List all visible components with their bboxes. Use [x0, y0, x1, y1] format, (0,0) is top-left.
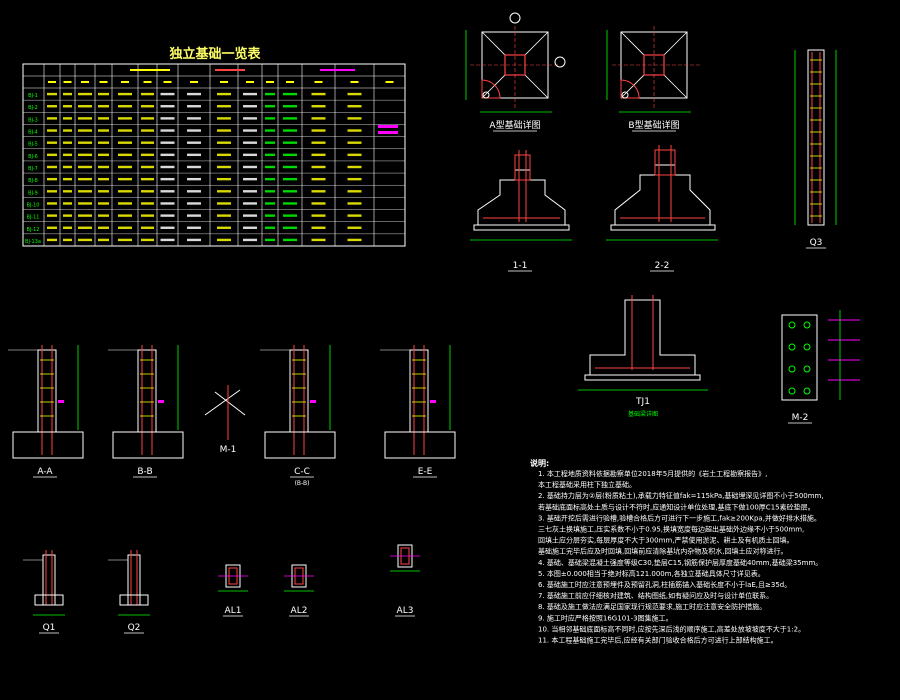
table-row-id: BJ-13a: [25, 239, 41, 245]
m2-label: M-2: [792, 413, 809, 423]
table-row-id: BJ-10: [27, 202, 40, 208]
notes-heading: 说明:: [530, 458, 549, 468]
small-column-detail: Q1: [23, 550, 65, 634]
table-row-id: BJ-1: [28, 93, 38, 99]
wall-detail: B-B: [108, 345, 184, 478]
plan-a-footing: A型基础详图: [465, 12, 560, 132]
note-line: 4. 基础、基础梁混凝土强度等级C30,垫层C15,钢筋保护层厚度基础40mm,…: [538, 558, 822, 567]
wall-detail: A-A: [8, 345, 84, 478]
tj1-beam-section: TJ1 基础梁详图: [578, 295, 708, 418]
al-detail-label: AL1: [225, 606, 242, 616]
small-column-label: Q1: [43, 623, 56, 633]
table-row-id: BJ-3: [28, 117, 38, 123]
note-line: 基础施工完毕后应及时回填,回填前应清除基坑内杂物及积水,回填土应对称进行。: [538, 547, 787, 556]
section-2-2: 2-2: [606, 145, 718, 272]
note-line: 三七灰土换填施工,压实系数不小于0.95,换填宽度每边超出基础外边缘不小于500…: [538, 525, 804, 534]
table-title: 独立基础一览表: [169, 46, 261, 62]
q3-label: Q3: [810, 238, 823, 248]
table-row-id: BJ-5: [28, 142, 38, 148]
small-column-details: Q1 Q2: [23, 550, 150, 634]
table-row-id: BJ-4: [28, 130, 38, 136]
note-line: 7. 基础施工前应仔细核对建筑、结构图纸,如有疑问应及时与设计单位联系。: [538, 591, 773, 600]
table-row-id: BJ-9: [28, 190, 38, 196]
note-line: 若基础底面标高处土质与设计不符时,应通知设计单位处理,基底下做100厚C15素砼…: [538, 502, 815, 511]
embed-plate-m2: M-2: [781, 310, 860, 424]
small-column-label: Q2: [128, 623, 141, 633]
wall-detail-label: A-A: [37, 467, 53, 477]
table-rows: BJ-1BJ-2BJ-3BJ-4BJ-5BJ-6BJ-7BJ-8BJ-9BJ-1…: [23, 92, 405, 247]
table-row-id: BJ-12: [27, 227, 40, 233]
small-column-detail: Q2: [108, 550, 150, 634]
anchor-detail-m1: M-1: [204, 385, 246, 455]
note-line: 9. 施工时应严格按照16G101-3图集施工。: [538, 613, 673, 622]
section-1-1-label: 1-1: [513, 261, 528, 271]
table-row-id: BJ-7: [28, 166, 38, 172]
al-details: AL1 AL2 AL3: [218, 544, 420, 617]
note-line: 8. 基础及施工做法应满足国家现行规范要求,施工时应注意安全防护措施。: [538, 602, 766, 611]
al-detail: AL1: [218, 564, 248, 617]
table-grid: [22, 64, 406, 246]
note-line: 回填土应分层夯实,每层厚度不大于300mm,严禁使用淤泥、耕土及有机质土回填。: [538, 536, 793, 545]
note-line: 11. 本工程基础施工完毕后,应经有关部门验收合格后方可进行上部结构施工。: [538, 636, 778, 645]
al-detail: AL2: [284, 564, 314, 617]
m1-label: M-1: [220, 445, 237, 455]
al-detail-label: AL3: [397, 606, 414, 616]
note-line: 1. 本工程地质资料依据勘察单位2018年5月提供的《岩土工程勘察报告》,: [538, 469, 767, 478]
note-line: 3. 基础开挖后需进行验槽,验槽合格后方可进行下一步施工,fak≥200Kpa,…: [538, 513, 821, 522]
design-notes: 说明: 1. 本工程地质资料依据勘察单位2018年5月提供的《岩土工程勘察报告》…: [530, 458, 824, 645]
note-line: 2. 基础持力层为②层(粉质粘土),承载力特征值fak=115kPa,基础埋深见…: [538, 491, 824, 500]
section-1-1: 1-1: [470, 150, 572, 272]
table-row-id: BJ-6: [28, 154, 38, 160]
wall-detail: E-E: [380, 345, 456, 478]
table-row-id: BJ-11: [27, 215, 40, 221]
wall-detail-sublabel: (B-B): [295, 480, 310, 487]
wall-detail-label: E-E: [418, 467, 433, 477]
axis-bubble: [509, 12, 521, 24]
plan-b-footing: B型基础详图: [554, 26, 700, 132]
al-detail-label: AL2: [291, 606, 308, 616]
wall-detail-group: A-A B-B C-C (B-B) E-E: [8, 345, 456, 487]
table-row-id: BJ-2: [28, 105, 38, 111]
tj1-label: TJ1: [635, 397, 650, 407]
foundation-schedule-table: 独立基础一览表 BJ-1BJ-2BJ-3BJ-4BJ-5BJ-6BJ-7BJ-8…: [22, 46, 406, 247]
wall-detail-label: C-C: [294, 467, 310, 477]
note-line: 本工程基础采用柱下独立基础。: [538, 480, 636, 489]
section-2-2-label: 2-2: [655, 261, 670, 271]
plan-a-label: A型基础详图: [489, 119, 540, 131]
table-row-id: BJ-8: [28, 178, 38, 184]
tj1-sublabel: 基础梁详图: [628, 410, 658, 418]
note-line: 6. 基础施工时应注意预埋件及预留孔洞,柱插筋锚入基础长度不小于laE,且≥35…: [538, 580, 791, 589]
wall-detail-label: B-B: [137, 467, 152, 477]
note-line: 10. 当相邻基础底面标高不同时,应按先深后浅的顺序施工,高差处放坡坡度不大于1…: [538, 624, 805, 633]
note-line: 5. 本图±0.000相当于绝对标高121.000m,各独立基础具体尺寸详见表。: [538, 569, 765, 578]
wall-detail: C-C (B-B): [260, 345, 336, 487]
column-q3-detail: Q3: [794, 49, 837, 249]
al-detail: AL3: [390, 544, 420, 617]
plan-b-label: B型基础详图: [628, 119, 679, 131]
